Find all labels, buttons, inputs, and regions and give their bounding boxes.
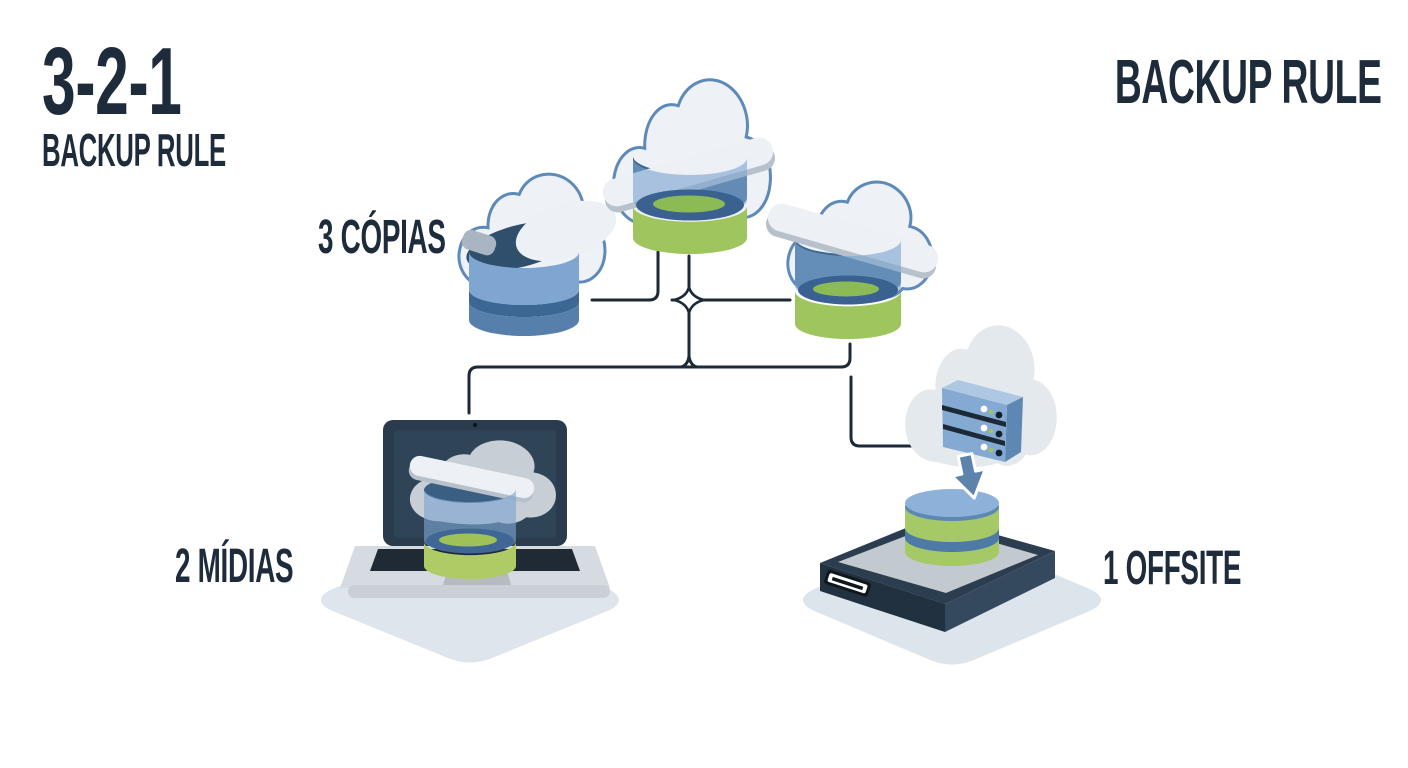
brand-subtitle: BACKUP RULE [42, 124, 226, 176]
cloud-database-copy-1-icon [457, 172, 617, 336]
server-stack-icon [942, 380, 1023, 462]
connector-lines [467, 250, 930, 448]
connector-bus-to-laptop [467, 365, 844, 415]
cloud-database-copy-2-icon [599, 77, 779, 254]
connector-copy3-down [839, 342, 852, 369]
drive-slot-icon [824, 569, 871, 597]
label-2-media: 2 MÍDIAS [175, 540, 294, 593]
brand-number: 3-2-1 [42, 28, 182, 135]
offsite-drive-with-cloud-server-icon [803, 325, 1101, 665]
label-3-copies: 3 CÓPIAS [318, 211, 446, 264]
cloud-database-copy-3-icon [762, 180, 942, 339]
laptop-with-cloud-database-icon [321, 420, 619, 663]
connector-to-offsite [849, 375, 930, 448]
download-arrow-icon [950, 452, 987, 500]
label-1-offsite: 1 OFFSITE [1103, 542, 1242, 595]
laptop-base-edge [348, 585, 610, 598]
laptop-camera-icon [473, 423, 477, 427]
connector-merge-fillet [679, 355, 699, 369]
offsite-database-icon [905, 489, 999, 566]
crossing-star-icon [673, 286, 705, 314]
connector-copy2-to-copy1 [590, 250, 660, 302]
page-title: BACKUP RULE [1115, 48, 1382, 117]
